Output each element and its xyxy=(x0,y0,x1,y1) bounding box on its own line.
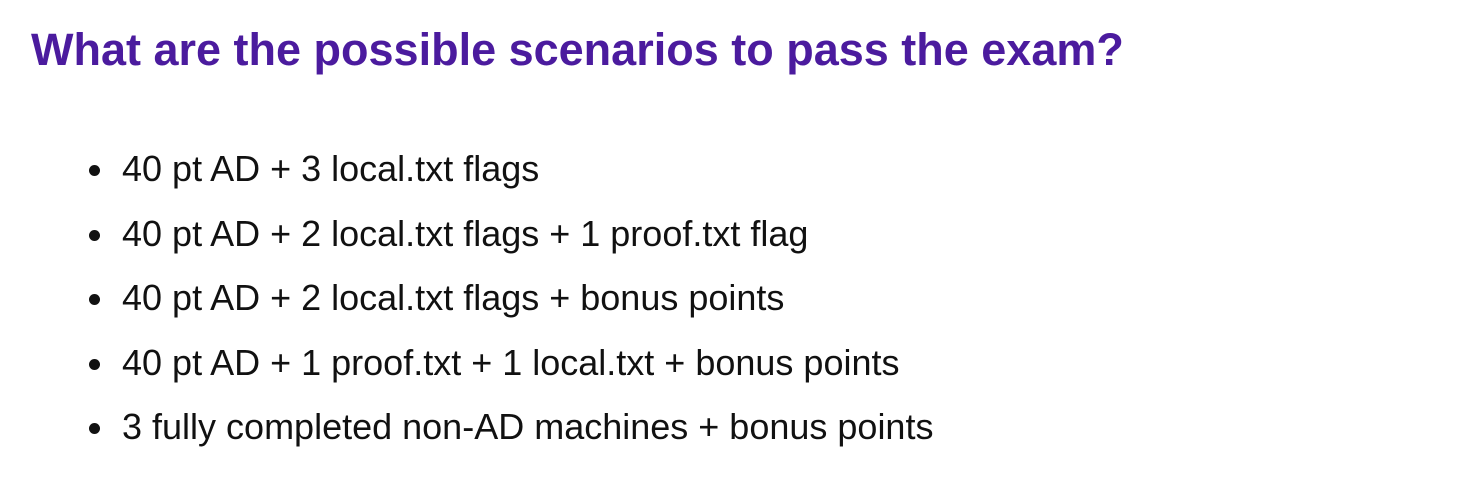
bullet-icon xyxy=(89,294,100,305)
bullet-icon xyxy=(89,165,100,176)
bullet-text: 3 fully completed non-AD machines + bonu… xyxy=(122,406,934,447)
bullet-item: 40 pt AD + 2 local.txt flags + bonus poi… xyxy=(88,268,933,333)
bullet-icon xyxy=(89,423,100,434)
bullet-icon xyxy=(89,229,100,241)
bullet-item: 40 pt AD + 3 local.txt flags xyxy=(88,139,933,204)
bullet-text: 40 pt AD + 2 local.txt flags + 1 proof.t… xyxy=(122,212,809,254)
bullet-list: 40 pt AD + 3 local.txt flags 40 pt AD + … xyxy=(88,139,933,462)
bullet-item: 40 pt AD + 1 proof.txt + 1 local.txt + b… xyxy=(88,333,933,398)
bullet-text: 40 pt AD + 3 local.txt flags xyxy=(122,148,540,189)
bullet-text: 40 pt AD + 2 local.txt flags + bonus poi… xyxy=(122,277,785,318)
bullet-item: 40 pt AD + 2 local.txt flags + 1 proof.t… xyxy=(88,204,933,269)
bullet-item: 3 fully completed non-AD machines + bonu… xyxy=(88,397,933,462)
slide-title: What are the possible scenarios to pass … xyxy=(31,24,1124,75)
bullet-text: 40 pt AD + 1 proof.txt + 1 local.txt + b… xyxy=(122,341,900,383)
bullet-icon xyxy=(89,358,100,370)
